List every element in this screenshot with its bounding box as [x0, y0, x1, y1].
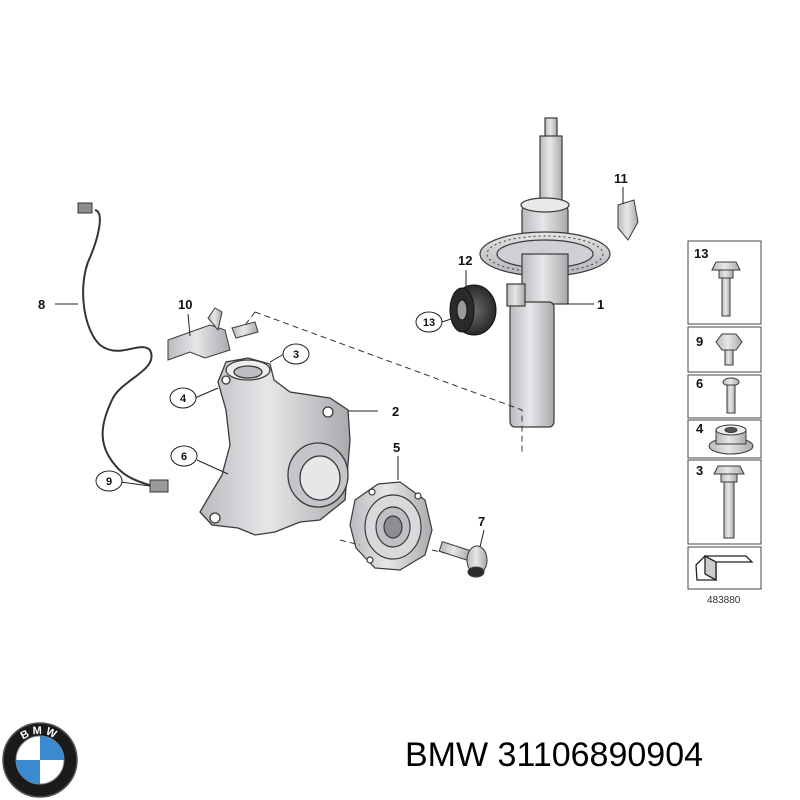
legend-label-4: 4	[696, 421, 704, 436]
callout-13-circle: 13	[415, 311, 443, 333]
strut-part	[479, 117, 611, 428]
callout-3: 3	[293, 349, 299, 361]
callout-8: 8	[38, 297, 45, 312]
callout-11: 11	[614, 171, 628, 186]
legend-label-6: 6	[696, 376, 703, 391]
legend-reference-number: 483880	[707, 595, 741, 606]
callout-7: 7	[478, 514, 485, 529]
callout-10: 10	[178, 297, 192, 312]
collar-nut-4-icon	[708, 424, 754, 455]
nut-9-icon	[715, 333, 743, 366]
wheel-hub-part	[349, 481, 433, 571]
callout-1: 1	[597, 297, 604, 312]
callout-12: 12	[458, 253, 472, 268]
parts-legend: 13 9 6 4 3	[687, 240, 762, 606]
bushing-part	[449, 284, 497, 336]
callout-2: 2	[392, 404, 399, 419]
legend-label-13: 13	[694, 246, 708, 261]
callout-3-circle: 3	[282, 343, 310, 365]
bmw-logo: BMW	[2, 722, 78, 798]
sensor-cable-part	[77, 202, 169, 493]
direction-arrow-icon	[695, 554, 754, 582]
knuckle-part	[199, 357, 351, 536]
footer-title: BMW 31106890904	[405, 736, 704, 774]
callout-13: 13	[423, 317, 435, 329]
callout-4: 4	[180, 393, 187, 405]
logo-lettering: BMW	[19, 725, 62, 743]
callout-9-circle: 9	[95, 470, 123, 492]
legend-label-9: 9	[696, 334, 703, 349]
hub-bolt-part	[438, 540, 488, 578]
bolt-13-icon	[711, 261, 741, 317]
callout-5: 5	[393, 440, 400, 455]
callout-6-circle: 6	[170, 445, 198, 467]
legend-label-3: 3	[696, 463, 703, 478]
callout-6: 6	[181, 451, 187, 463]
callout-9: 9	[106, 476, 112, 488]
leader-lines	[55, 187, 624, 548]
callout-4-circle: 4	[169, 387, 197, 409]
assembly-lines	[244, 311, 523, 554]
clip-part	[617, 199, 639, 241]
bolt-3-icon	[713, 465, 745, 539]
bracket-part	[167, 307, 259, 361]
screw-6-icon	[722, 377, 740, 414]
